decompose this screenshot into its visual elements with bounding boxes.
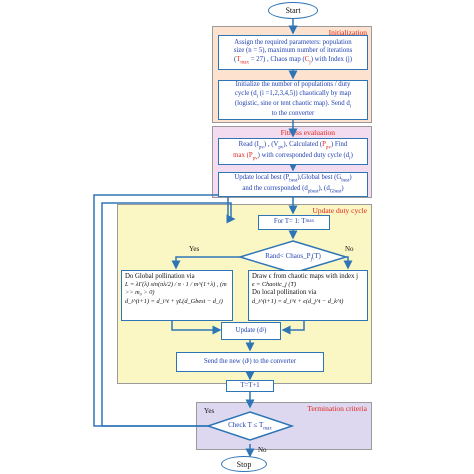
assign-parameters-box: Assign the required parameters: populati…	[218, 35, 368, 70]
rand-decision-label: Rand< Chaos_Pj(T)	[265, 252, 321, 263]
local-pollination-box: Draw ϵ from chaotic maps with index j ϵ …	[248, 270, 368, 321]
check-no-label: No	[258, 446, 267, 454]
arrow-rand-yes	[171, 256, 240, 270]
initialization-label: Initialization	[328, 28, 367, 37]
stop-terminal: Stop	[221, 456, 267, 472]
start-label: Start	[285, 6, 301, 15]
global-pollination-box: Do Global pollination via L = λΓ(λ) sin(…	[121, 270, 233, 321]
check-decision-label: Check T ≤ Tmax	[228, 421, 272, 432]
assign-line-2: size (n = 5), maximum number of iteratio…	[233, 47, 353, 55]
arrow-local-to-update	[281, 321, 305, 335]
start-terminal: Start	[268, 2, 318, 19]
stop-label: Stop	[236, 459, 252, 469]
local-update-equation: d_i^(t+1) = d_i^t + ϵ(d_j^t − d_k^t)	[252, 297, 344, 305]
arrow-global-to-update	[171, 321, 222, 335]
assign-line-3: (Tmax = 27) , Chaos map (Cj) with Index …	[233, 55, 353, 65]
global-update-equation: d_i^(t+1) = d_i^t + γL(d_Gbest − d_i)	[125, 297, 223, 305]
draw-epsilon-title: Draw ϵ from chaotic maps with index j	[252, 273, 358, 280]
local-pollination-title: Do local pollination via	[252, 289, 317, 297]
levy-equation: L = λΓ(λ) sin(πλ/2) / π · 1 / m^(1+λ) , …	[125, 281, 227, 297]
increment-box: T=T+1	[226, 380, 274, 392]
read-calculate-box: Read (Ipv) , (Vpv), Calculated (Ppv) Fin…	[218, 138, 368, 165]
rand-yes-label: Yes	[189, 245, 200, 253]
arrow-rand-no	[343, 256, 353, 270]
check-decision-shape	[205, 411, 295, 441]
global-pollination-title: Do Global pollination via	[125, 273, 195, 280]
update-best-box: Update local best (Pbest),Global best (G…	[218, 172, 368, 197]
check-yes-label: Yes	[204, 407, 215, 415]
epsilon-equation: ϵ = Chaotic_j (T)	[252, 281, 297, 289]
initialize-population-box: Initialize the number of populations / d…	[218, 80, 368, 120]
termination-label: Termination criteria	[307, 404, 367, 413]
assign-line-1: Assign the required parameters: populati…	[234, 38, 352, 46]
rand-no-label: No	[345, 245, 354, 253]
update-duty-cycle-label: Update duty cycle	[312, 206, 367, 215]
arrow-loop-back-inner	[101, 202, 232, 427]
fitness-evaluation-label: Fitness evaluation	[280, 128, 335, 137]
